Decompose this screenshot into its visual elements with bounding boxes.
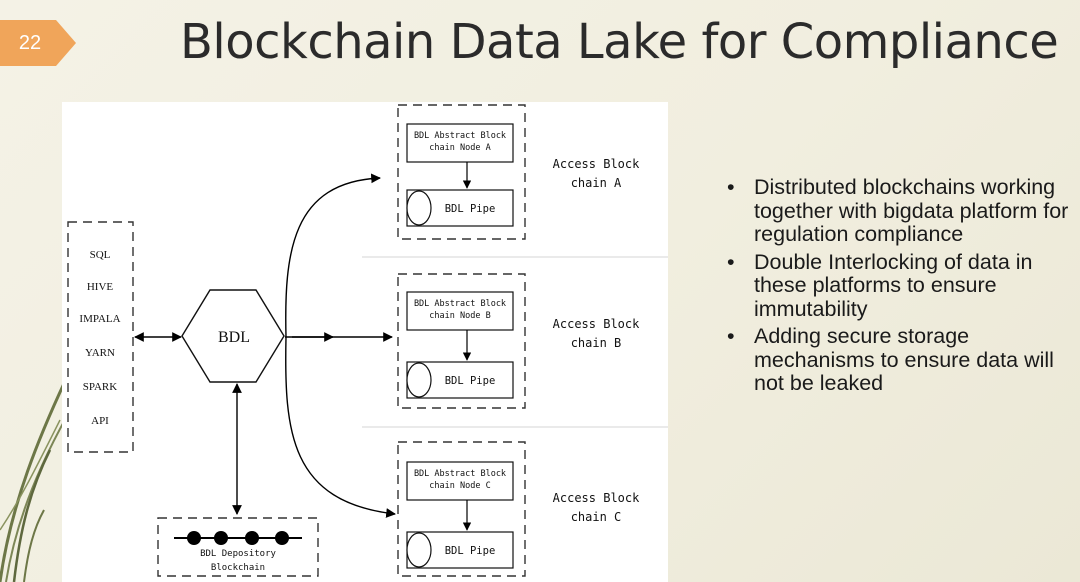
bullet-text: Distributed blockchains working together…	[754, 175, 1069, 246]
bdl-label: BDL	[218, 329, 250, 346]
access-b-label-1: Access Block	[553, 317, 640, 331]
pipe-icon	[406, 190, 432, 226]
source-api: API	[91, 415, 109, 427]
bullet-item: • Distributed blockchains working togethe…	[724, 175, 1074, 247]
source-hive: HIVE	[87, 281, 114, 293]
pipe-icon	[406, 362, 432, 398]
access-c-label-2: chain C	[571, 510, 622, 524]
bullet-list: • Distributed blockchains working togethe…	[724, 175, 1074, 400]
bullet-marker: •	[727, 324, 735, 348]
node-a-label-2: chain Node A	[429, 143, 490, 153]
node-c-pipe-label: BDL Pipe	[445, 545, 496, 557]
chain-block	[187, 531, 201, 545]
node-a-group: BDL Abstract Block chain Node A BDL Pipe…	[397, 104, 640, 240]
chain-block	[214, 531, 228, 545]
node-c-box	[406, 461, 514, 501]
slide-number-badge	[0, 20, 76, 66]
sources-box	[67, 221, 134, 453]
node-c-dashed-box	[397, 441, 526, 577]
bullet-marker: •	[727, 249, 735, 274]
node-b-box	[406, 291, 514, 331]
curve-to-node-c	[285, 336, 396, 518]
slide-number: 22	[18, 32, 42, 54]
access-a-label-2: chain A	[571, 176, 622, 190]
node-a-dashed-box	[397, 104, 526, 240]
architecture-diagram: SQL HIVE IMPALA YARN SPARK API BDL	[62, 102, 668, 582]
access-c-label-1: Access Block	[553, 491, 640, 505]
source-impala: IMPALA	[79, 313, 120, 325]
node-c-label-2: chain Node C	[429, 481, 490, 491]
access-b-label-2: chain B	[571, 336, 622, 350]
depository-label-2: Blockchain	[211, 563, 265, 573]
node-a-box	[406, 123, 514, 163]
source-sql: SQL	[90, 249, 111, 261]
depository-box	[157, 517, 319, 577]
source-yarn: YARN	[85, 347, 115, 359]
node-c-label-1: BDL Abstract Block	[414, 469, 506, 479]
node-a-label-1: BDL Abstract Block	[414, 131, 506, 141]
node-b-group: BDL Abstract Block chain Node B BDL Pipe…	[397, 273, 640, 409]
slide-title: Blockchain Data Lake for Compliance	[180, 14, 1059, 70]
diagram-canvas: SQL HIVE IMPALA YARN SPARK API BDL	[67, 104, 668, 577]
depository-label-1: BDL Depository	[200, 549, 276, 559]
bullet-marker: •	[727, 175, 735, 199]
access-a-label-1: Access Block	[553, 157, 640, 171]
bullet-item: • Double Interlocking of data in these pl…	[724, 249, 1074, 322]
bullet-text: Adding secure storage mechanisms to ensu…	[754, 324, 1054, 395]
node-b-pipe-label: BDL Pipe	[445, 375, 496, 387]
source-spark: SPARK	[83, 381, 118, 393]
node-c-group: BDL Abstract Block chain Node C BDL Pipe…	[397, 441, 640, 577]
curve-to-node-a	[285, 173, 381, 338]
node-a-pipe-label: BDL Pipe	[445, 203, 496, 215]
bullet-text: Double Interlocking of data in these pla…	[754, 249, 1033, 321]
chain-block	[275, 531, 289, 545]
pipe-icon	[406, 532, 432, 568]
chain-block	[245, 531, 259, 545]
node-b-dashed-box	[397, 273, 526, 409]
bullet-item: • Adding secure storage mechanisms to ens…	[724, 324, 1074, 396]
bdl-hexagon	[181, 289, 285, 383]
node-b-label-2: chain Node B	[429, 311, 490, 321]
node-b-label-1: BDL Abstract Block	[414, 299, 506, 309]
